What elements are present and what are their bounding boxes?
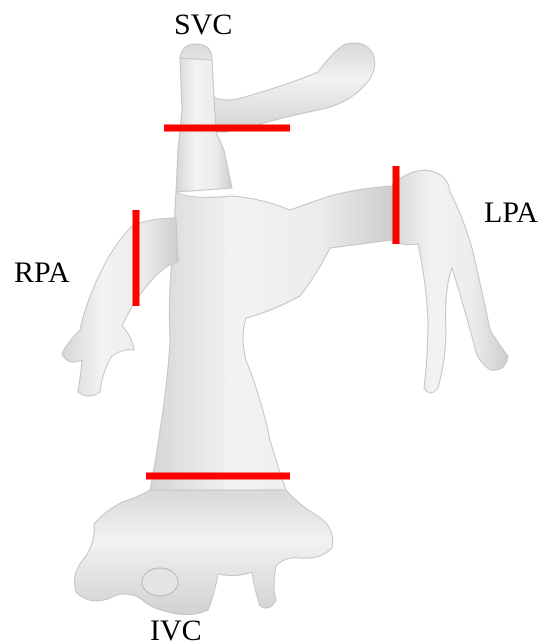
lpa-label: LPA (484, 196, 538, 229)
ivc-label: IVC (150, 614, 202, 643)
ivc-vessel (74, 490, 332, 615)
rpa-vessel (62, 218, 178, 396)
svc-label: SVC (174, 8, 232, 41)
ivc-inner-loop (142, 568, 178, 596)
rpa-label: RPA (14, 256, 70, 289)
confluence-vessel (150, 186, 392, 490)
